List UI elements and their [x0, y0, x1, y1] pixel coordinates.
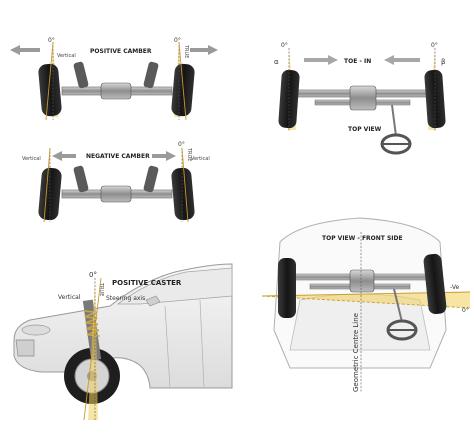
- wheel-line-right: [178, 41, 187, 121]
- positive-camber-title: POSITIVE CAMBER: [90, 48, 152, 55]
- thrust-tire-right: [423, 253, 447, 315]
- toe-angle-left: 0°: [281, 42, 288, 49]
- vertical-label-left-2: Vertical: [22, 156, 41, 162]
- wheel-line-left-2: [43, 147, 51, 223]
- camber-angle-left: 0°: [48, 37, 55, 44]
- vertical-label-left: Vertical: [57, 53, 76, 59]
- caster-title: POSITIVE CASTER: [112, 279, 182, 287]
- car-windshield: [116, 267, 233, 305]
- caster-angle-wedge: [88, 278, 98, 420]
- negative-camber-panel: Vertical NEGATIVE CAMBER Vertical 0° TRU…: [22, 141, 210, 223]
- steering-axis-label: Steering axis: [106, 295, 145, 302]
- true-marker-right-2: TRUE: [186, 147, 192, 161]
- car-grille: [15, 339, 35, 357]
- thrust-steering-column: [393, 288, 403, 323]
- caster-panel: 0° POSITIVE CASTER Vertical Steering axi…: [13, 263, 233, 421]
- caster-vertical-label: Vertical: [58, 294, 81, 301]
- car-headlight: [21, 324, 51, 336]
- differential: [100, 82, 132, 100]
- toe-alpha: α: [274, 58, 279, 66]
- wheel-line-left: [45, 41, 54, 121]
- car-mirror: [145, 295, 161, 307]
- thrust-gearbox: [349, 269, 375, 293]
- thrust-neg-ve: -Ve: [450, 284, 459, 291]
- toe-top-view-label: TOP VIEW: [348, 126, 382, 133]
- geometric-centre-line-label: Geometric Centre Line: [352, 313, 360, 392]
- inward-arrow-left: [52, 151, 76, 161]
- outward-arrow-left: [10, 45, 40, 55]
- shock-right-2: [143, 165, 159, 193]
- shock-left: [73, 61, 89, 89]
- thrust-angle-wedge: [262, 292, 470, 308]
- outward-arrow-right: [190, 45, 218, 55]
- thrust-panel: TOP VIEW - FRONT SIDE -Ve 0° Geometric C…: [261, 217, 471, 392]
- steering-column: [391, 104, 397, 137]
- toe-angle-right: 0°: [431, 42, 438, 49]
- toe-in-title: TOE - IN: [344, 58, 371, 65]
- differential-2: [100, 185, 132, 203]
- toe-arrow-right: [384, 55, 420, 65]
- toe-in-panel: 0° 0° α β TOE - IN TOP VIEW: [274, 42, 446, 155]
- toe-gearbox: [349, 85, 377, 111]
- true-marker-right: TRUE: [183, 44, 189, 58]
- caster-true-marker: TRUE: [98, 282, 104, 296]
- negative-camber-title: NEGATIVE CAMBER: [86, 153, 150, 160]
- wheel-line-right-2: [181, 147, 189, 223]
- thrust-zero: 0°: [462, 307, 469, 314]
- caster-steering-axis: [83, 277, 102, 421]
- tire-left: [38, 63, 62, 117]
- positive-camber-panel: 0° 0° Vertical POSITIVE CAMBER TRUE: [10, 37, 218, 121]
- toe-beta: β: [441, 58, 445, 66]
- toe-arrow-left: [304, 55, 338, 65]
- inward-arrow-right: [152, 151, 176, 161]
- thrust-tire-left: [278, 258, 296, 318]
- caster-angle: 0°: [89, 271, 97, 279]
- vertical-label-right-2: Vertical: [191, 156, 210, 162]
- shock-right: [143, 61, 159, 89]
- thrust-title: TOP VIEW - FRONT SIDE: [322, 235, 403, 242]
- negative-camber-angle-right: 0°: [178, 141, 185, 148]
- shock-left-2: [73, 165, 89, 193]
- car-door-line: [164, 299, 205, 389]
- camber-angle-right: 0°: [174, 37, 181, 44]
- tire-right-2: [171, 167, 195, 221]
